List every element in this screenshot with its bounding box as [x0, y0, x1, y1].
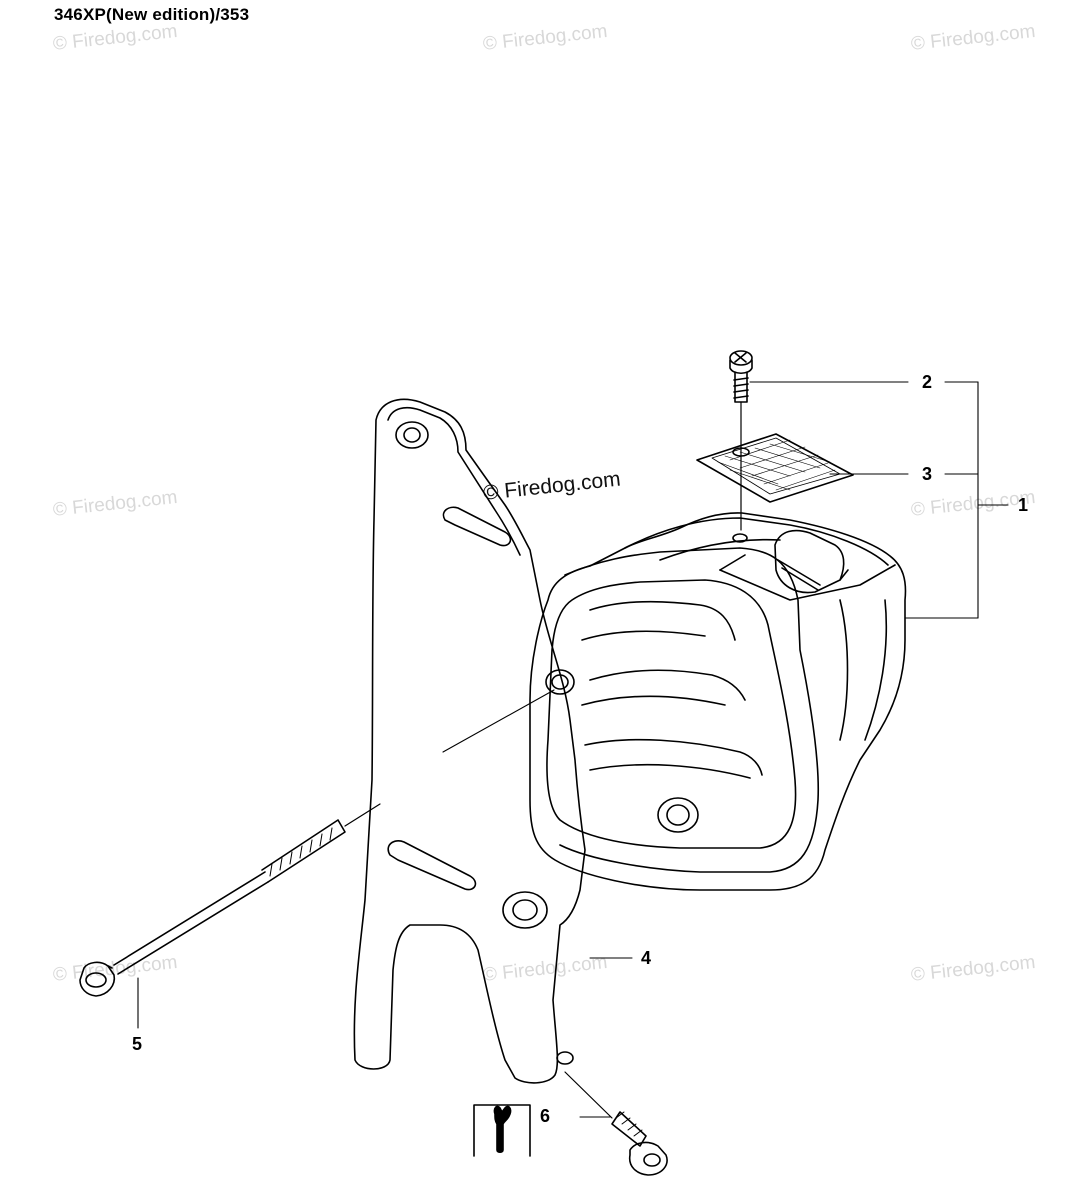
long-bolt-part: [79, 803, 381, 997]
callout-3: 3: [922, 464, 933, 484]
callout-2: 2: [922, 372, 933, 392]
screen-part: [696, 433, 854, 503]
diagram-title: 346XP(New edition)/353: [54, 5, 250, 24]
bracket-part: [353, 398, 586, 1084]
callout-1: 1: [1018, 495, 1029, 515]
wrench-icon: [473, 1104, 531, 1157]
callout-leaders: [137, 381, 1009, 1118]
small-screw-part: [564, 1071, 668, 1176]
callout-6: 6: [540, 1106, 551, 1126]
muffler-part: [529, 512, 907, 891]
callout-4: 4: [641, 948, 652, 968]
callout-5: 5: [132, 1034, 143, 1054]
screw-part: [729, 350, 753, 531]
